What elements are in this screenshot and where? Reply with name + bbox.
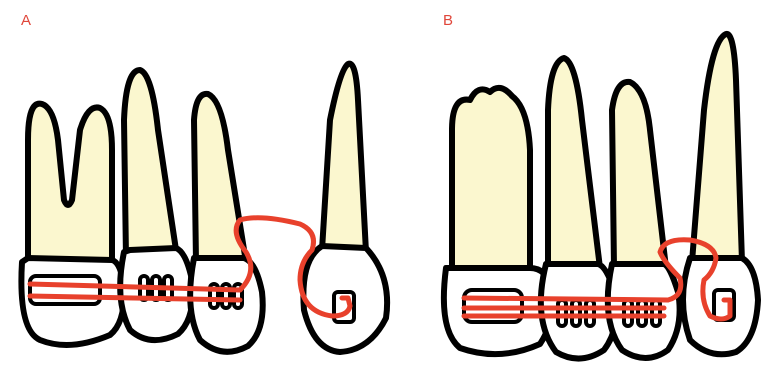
premolar-b2-slot-3 (652, 300, 660, 326)
premolar-b1 (541, 58, 617, 359)
canine-a-crown (322, 64, 366, 252)
premolar-a2 (190, 94, 263, 352)
canine-b-crown (692, 34, 742, 262)
molar-a (21, 104, 124, 345)
premolar-b1-slot-2 (572, 300, 580, 326)
premolar-b2-slot-2 (638, 300, 646, 326)
premolar-b2-crown (612, 82, 666, 268)
canine-b (683, 34, 758, 354)
premolar-b1-crown (548, 58, 600, 268)
molar-a-tube (30, 276, 100, 304)
premolar-b1-slot-1 (558, 300, 566, 326)
panel-a (21, 64, 387, 352)
premolar-a1-crown (124, 70, 176, 258)
archwire-b-upper (464, 298, 668, 300)
premolar-b1-slot-3 (586, 300, 594, 326)
premolar-b2-slot-1 (624, 300, 632, 326)
panel-b (444, 34, 758, 359)
molar-a-crown (28, 104, 112, 262)
molar-b-crown (452, 88, 530, 272)
